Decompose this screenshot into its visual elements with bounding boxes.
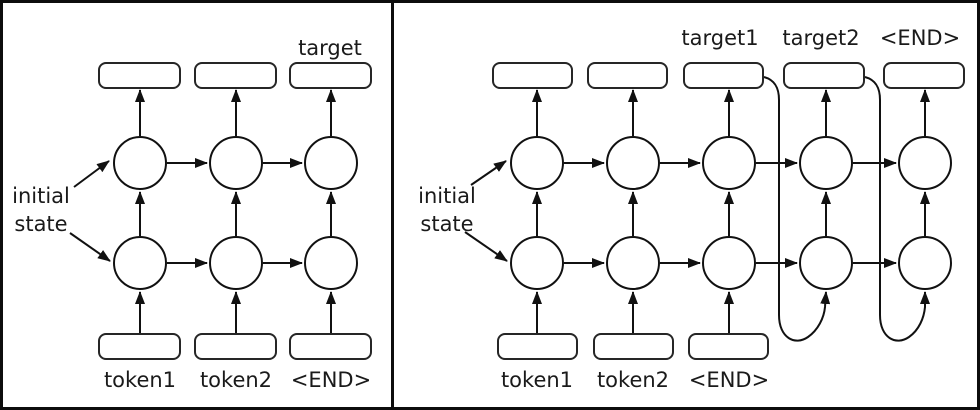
hidden-cell bbox=[606, 136, 660, 190]
hidden-cell bbox=[113, 136, 167, 190]
input-label: <END> bbox=[290, 368, 372, 392]
hidden-cell bbox=[510, 236, 564, 290]
input-box bbox=[289, 333, 372, 360]
input-box bbox=[688, 333, 769, 360]
initial-state-label: initial state bbox=[412, 182, 482, 238]
input-box bbox=[497, 333, 578, 360]
output-box bbox=[98, 62, 181, 89]
hidden-cell bbox=[304, 236, 358, 290]
feedback-curve-target2 bbox=[864, 76, 930, 342]
hidden-cell bbox=[606, 236, 660, 290]
initial-state-line2: state bbox=[420, 212, 474, 236]
hidden-cell bbox=[702, 236, 756, 290]
hidden-cell bbox=[799, 136, 853, 190]
arrow-initial-state-bottom bbox=[464, 231, 508, 262]
output-box bbox=[783, 62, 865, 89]
output-box bbox=[194, 62, 277, 89]
arrow-initial-state-bottom bbox=[69, 232, 111, 262]
input-box bbox=[593, 333, 674, 360]
initial-state-label: initial state bbox=[6, 182, 76, 238]
hidden-cell bbox=[304, 136, 358, 190]
hidden-cell bbox=[898, 136, 952, 190]
hidden-cell bbox=[799, 236, 853, 290]
input-label: token1 bbox=[103, 368, 177, 392]
arrow-initial-state-top bbox=[470, 160, 507, 186]
input-box bbox=[98, 333, 181, 360]
input-box bbox=[194, 333, 277, 360]
initial-state-line2: state bbox=[14, 212, 68, 236]
output-box bbox=[289, 62, 372, 89]
hidden-cell bbox=[209, 236, 263, 290]
feedback-curve-target1 bbox=[763, 76, 831, 342]
input-label: token2 bbox=[199, 368, 273, 392]
input-label: token1 bbox=[500, 368, 574, 392]
hidden-cell bbox=[898, 236, 952, 290]
target1-label: target1 bbox=[681, 26, 759, 50]
hidden-cell bbox=[702, 136, 756, 190]
panel-divider bbox=[391, 0, 394, 410]
target-label: target bbox=[298, 36, 362, 60]
output-box bbox=[883, 62, 965, 89]
arrow-initial-state-top bbox=[73, 160, 110, 188]
input-label: token2 bbox=[596, 368, 670, 392]
initial-state-line1: initial bbox=[12, 184, 70, 208]
output-box bbox=[587, 62, 668, 89]
hidden-cell bbox=[209, 136, 263, 190]
hidden-cell bbox=[113, 236, 167, 290]
output-box bbox=[492, 62, 573, 89]
initial-state-line1: initial bbox=[418, 184, 476, 208]
target2-label: target2 bbox=[782, 26, 860, 50]
output-box bbox=[683, 62, 764, 89]
hidden-cell bbox=[510, 136, 564, 190]
input-label: <END> bbox=[688, 368, 770, 392]
end-output-label: <END> bbox=[879, 26, 961, 50]
